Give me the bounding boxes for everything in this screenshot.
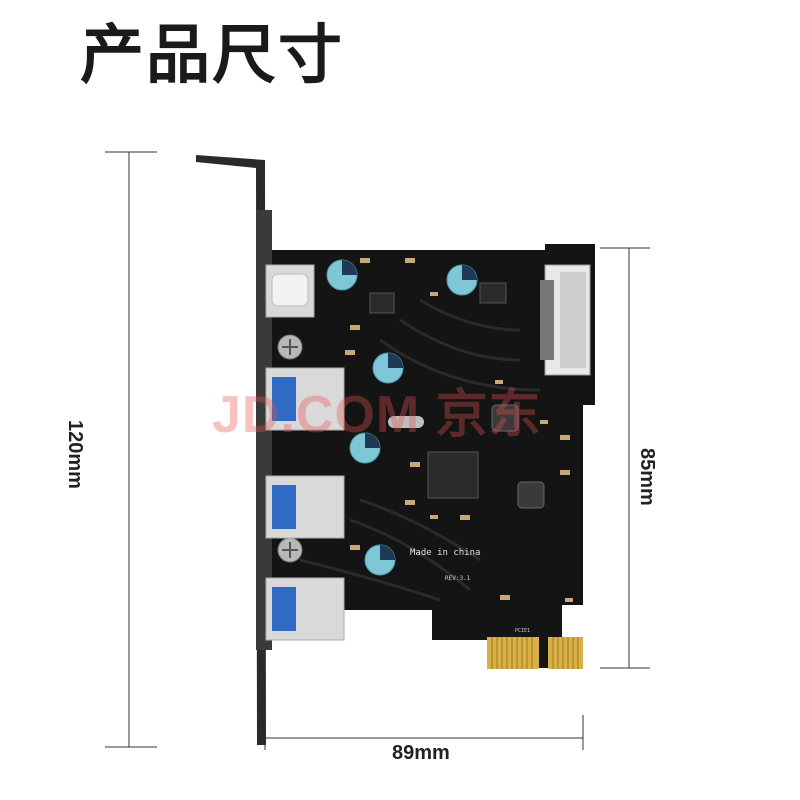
page-title: 产品尺寸 [80, 19, 344, 93]
width-dimension-label: 89mm [392, 742, 450, 764]
chip [479, 282, 507, 304]
capacitor [372, 352, 404, 384]
controller-chip [427, 451, 479, 499]
pcie-gold-fingers [487, 637, 583, 669]
usb-c-port [265, 264, 315, 318]
chip [369, 292, 395, 314]
bracket-screw-icon [277, 537, 303, 563]
height-dimension-label: 120mm [64, 420, 86, 489]
crystal [388, 416, 424, 428]
inductor [491, 404, 519, 432]
sata-power-connector [540, 264, 591, 376]
usb-a-port [265, 367, 345, 431]
usb-a-port [265, 577, 345, 641]
inductor [517, 481, 545, 509]
pcie-label: PCIE1 [515, 628, 530, 634]
capacitor [446, 264, 478, 296]
pcb-traces [299, 298, 541, 602]
capacitor [364, 544, 396, 576]
usb-a-port [265, 475, 345, 539]
dimension-lines [105, 151, 650, 750]
revision-text: REV:3.1 [445, 575, 471, 582]
pcb-height-dimension-label: 85mm [636, 448, 658, 506]
mounting-bracket [196, 155, 272, 745]
bracket-screw-icon [277, 334, 303, 360]
smd-components [345, 258, 573, 602]
silkscreen-text: Made in china [410, 548, 480, 558]
capacitor [326, 259, 358, 291]
capacitor [349, 432, 381, 464]
